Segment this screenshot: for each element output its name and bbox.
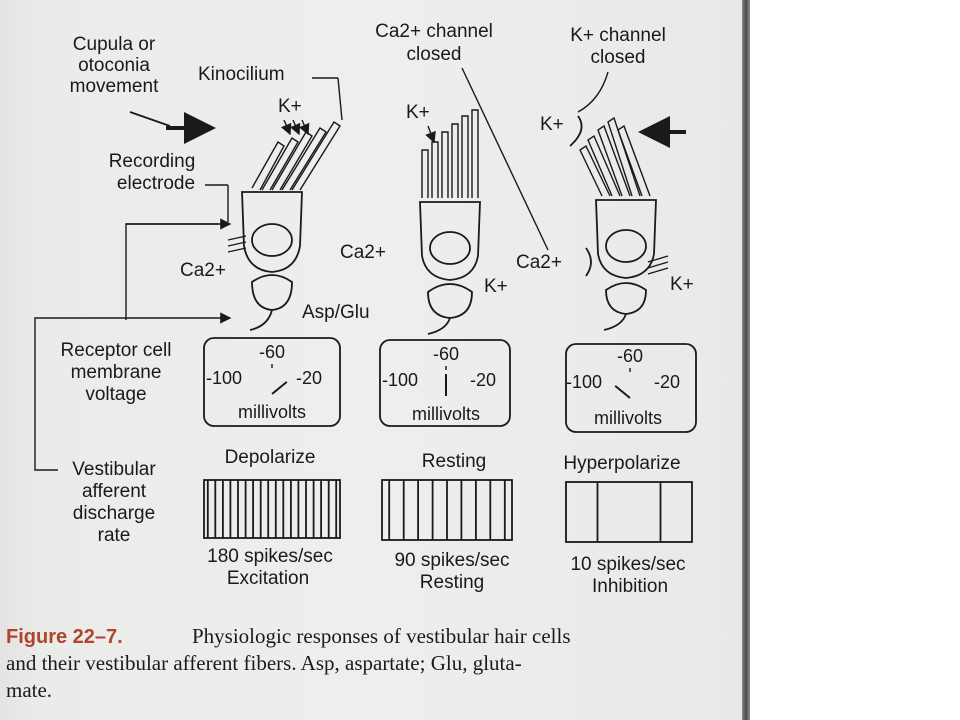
hair-cell-hyperpolarize: K+ (540, 114, 686, 331)
stereocilia-bundle-2 (421, 109, 479, 198)
caption-line2: and their vestibular afferent fibers. As… (6, 651, 522, 675)
k-label-cell1: K+ (278, 96, 302, 117)
voltmeter-frame (565, 343, 697, 433)
afferent-fiber-3 (603, 313, 627, 331)
cupula-label-line1: Cupula or (73, 34, 156, 55)
nucleus-1 (251, 223, 293, 257)
recording-label-line1: Recording (109, 151, 196, 172)
nucleus-2 (429, 231, 471, 265)
cell-body-3 (595, 199, 657, 279)
ca-label-left: Ca2+ (180, 260, 226, 281)
voltmeter-depolarize: -60 -100 -20 millivolts (203, 337, 341, 427)
meter-unit: millivolts (594, 408, 662, 428)
state-resting: Resting (422, 451, 486, 472)
afferent-fiber-1 (249, 309, 273, 331)
k-label-middle-lower: K+ (484, 276, 508, 297)
k-channel-label-line1: K+ channel (570, 25, 666, 46)
afferent-fiber-2 (427, 317, 451, 335)
ca-channel-label-line2: closed (407, 44, 462, 65)
rate-excitation: 180 spikes/sec (207, 546, 333, 567)
ca-channel-pointer (461, 67, 549, 251)
stereocilia-bundle-3 (579, 116, 651, 197)
voltmeter-hyperpolarize: -60 -100 -20 millivolts (565, 343, 697, 433)
cupula-pointer-line (129, 111, 171, 127)
recording-label-line2: electrode (117, 173, 195, 194)
spike-lines (206, 480, 662, 542)
cell-body-2 (419, 201, 481, 281)
vestibular-label-line1: Vestibular (72, 459, 156, 480)
label-inhibition: Inhibition (592, 576, 668, 597)
recording-wire-lower (34, 312, 232, 471)
kinocilium-leader-down (337, 77, 343, 121)
meter-left-value: -100 (382, 370, 418, 390)
receptor-label-line1: Receptor cell (61, 340, 172, 361)
voltmeter-needle (614, 385, 631, 399)
vestibular-label-line4: rate (98, 525, 131, 546)
figure-number: Figure 22–7. (6, 626, 123, 648)
voltmeter-frame (379, 339, 511, 427)
receptor-label-line2: membrane (71, 362, 162, 383)
hair-cell-depolarize: K+ (227, 96, 341, 331)
meter-unit: millivolts (412, 404, 480, 424)
ca-channel-bracket (585, 247, 592, 277)
stereocilia-bundle-1 (251, 121, 341, 191)
synapse-terminal-3 (605, 282, 647, 315)
voltmeter-frame (203, 337, 341, 427)
rate-resting: 90 spikes/sec (394, 550, 509, 571)
asp-glu-label: Asp/Glu (302, 302, 370, 323)
nucleus-3 (605, 229, 647, 263)
ca-channel-label-line1: Ca2+ channel (375, 21, 493, 42)
meter-right-value: -20 (654, 372, 680, 392)
vestibular-label-line2: afferent (82, 481, 147, 502)
meter-unit: millivolts (238, 402, 306, 422)
cell-body-1 (241, 191, 303, 273)
k-label-right-lower: K+ (670, 274, 694, 295)
vestibular-label-line3: discharge (73, 503, 155, 524)
k-channel-bracket (569, 115, 583, 147)
meter-top-value: -60 (617, 346, 643, 366)
scanned-page (0, 0, 745, 720)
caption-line1: Physiologic responses of vestibular hair… (192, 624, 571, 648)
ca-label-right: Ca2+ (516, 252, 562, 273)
caption-line3: mate. (6, 678, 52, 702)
meter-right-value: -20 (470, 370, 496, 390)
meter-right-value: -20 (296, 368, 322, 388)
label-resting: Resting (420, 572, 484, 593)
page-edge-shadow (742, 0, 750, 720)
ca-label-middle: Ca2+ (340, 242, 386, 263)
k-channel-label-line2: closed (591, 47, 646, 68)
receptor-label-line3: voltage (85, 384, 146, 405)
meter-top-value: -60 (433, 344, 459, 364)
spike-train-inhibition (565, 481, 693, 543)
hair-cell-resting: K+ (406, 102, 481, 335)
state-depolarize: Depolarize (225, 447, 316, 468)
synapse-terminal-2 (427, 283, 473, 319)
meter-left-value: -100 (566, 372, 602, 392)
kinocilium-label: Kinocilium (198, 64, 285, 85)
spike-train-excitation (203, 479, 341, 539)
blank-margin (750, 0, 960, 720)
meter-top-value: -60 (259, 342, 285, 362)
cupula-label-line3: movement (70, 76, 159, 97)
voltmeter-needle (271, 381, 288, 395)
k-label-cell2: K+ (406, 102, 430, 123)
state-hyperpolarize: Hyperpolarize (563, 453, 680, 474)
k-label-cell3: K+ (540, 114, 564, 135)
label-excitation: Excitation (227, 568, 309, 589)
voltmeter-resting: -60 -100 -20 millivolts (379, 339, 511, 427)
meter-left-value: -100 (206, 368, 242, 388)
k-channel-pointer (577, 71, 609, 113)
synapse-terminal-1 (251, 274, 293, 311)
voltmeter-needles (271, 364, 631, 399)
rate-inhibition: 10 spikes/sec (570, 554, 685, 575)
cupula-label-line2: otoconia (78, 55, 150, 76)
